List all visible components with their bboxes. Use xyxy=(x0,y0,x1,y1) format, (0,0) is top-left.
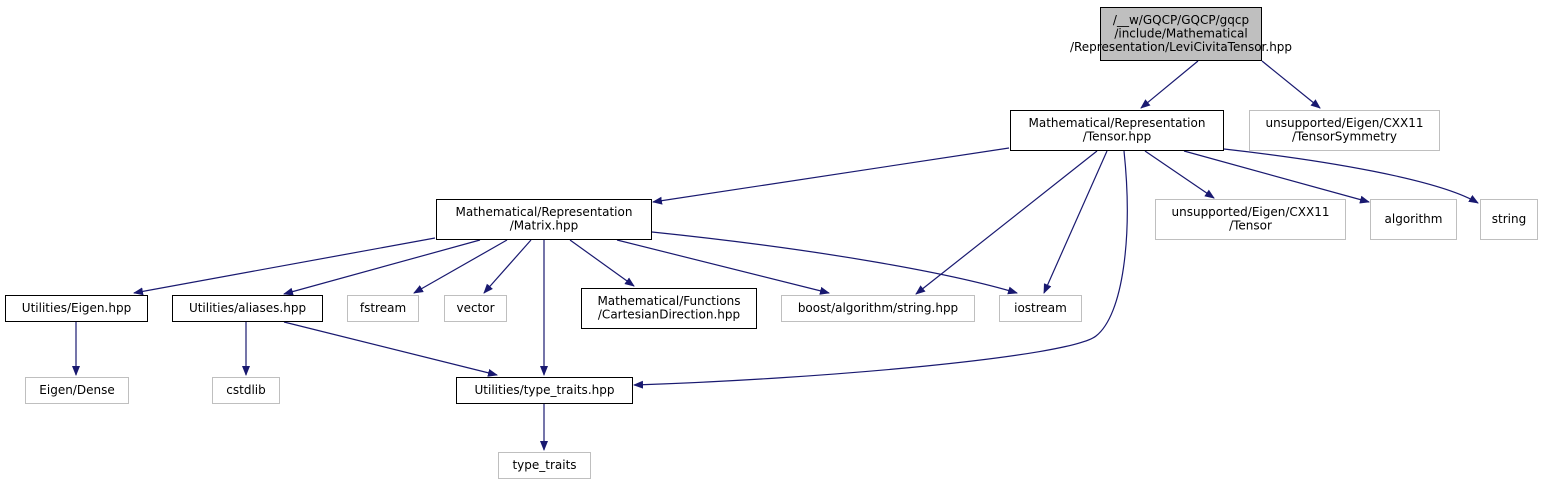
node-box xyxy=(1100,7,1262,61)
node-vector: vector xyxy=(444,295,507,322)
node-cartesian[interactable]: Mathematical/Functions/CartesianDirectio… xyxy=(581,288,757,329)
node-box xyxy=(498,452,591,479)
node-box xyxy=(25,377,129,404)
nodes-layer: /__w/GQCP/GQCP/gqcp/include/Mathematical… xyxy=(5,7,1538,479)
node-tensor-hpp[interactable]: Mathematical/Representation/Tensor.hpp xyxy=(1010,110,1224,151)
edge-tensor_hpp-to-iostream xyxy=(1043,150,1108,294)
node-eigen-tensor: unsupported/Eigen/CXX11/Tensor xyxy=(1155,199,1346,240)
node-label-line: /include/Mathematical xyxy=(1114,26,1247,40)
edge-matrix_hpp-to-util_aliases xyxy=(283,239,481,296)
node-box xyxy=(999,295,1082,322)
node-type-traits-hpp[interactable]: Utilities/type_traits.hpp xyxy=(456,377,633,404)
node-label-line: /Representation/LeviCivitaTensor.hpp xyxy=(1070,40,1292,54)
node-eigen-dense: Eigen/Dense xyxy=(25,377,129,404)
edge-matrix_hpp-to-vector xyxy=(483,239,532,294)
edge-tensor_hpp-to-type_traits_hpp xyxy=(633,150,1128,389)
node-box xyxy=(1010,110,1224,151)
node-label-line: Mathematical/Representation xyxy=(1029,116,1206,130)
node-label-line: Mathematical/Representation xyxy=(456,205,633,219)
node-label-line: /Tensor.hpp xyxy=(1083,130,1151,144)
node-label-line: vector xyxy=(456,301,494,315)
edge-tensor_hpp-to-eigen_tensor xyxy=(1144,150,1215,199)
node-label-line: unsupported/Eigen/CXX11 xyxy=(1172,205,1330,219)
node-label-line: Utilities/Eigen.hpp xyxy=(22,301,131,315)
node-box xyxy=(581,288,757,329)
edge-levi-to-tensor_hpp xyxy=(1140,60,1199,109)
node-tensorsym: unsupported/Eigen/CXX11/TensorSymmetry xyxy=(1249,110,1440,151)
edge-matrix_hpp-to-iostream xyxy=(651,231,1018,295)
node-label-line: Utilities/aliases.hpp xyxy=(189,301,306,315)
node-label-line: type_traits xyxy=(512,458,576,472)
edge-tensor_hpp-to-boost_string xyxy=(915,150,1098,295)
node-algorithm: algorithm xyxy=(1370,199,1457,240)
node-label-line: Mathematical/Functions xyxy=(597,294,740,308)
node-type-traits: type_traits xyxy=(498,452,591,479)
edge-util_aliases-to-type_traits_hpp xyxy=(283,321,498,377)
node-cstdlib: cstdlib xyxy=(212,377,280,404)
node-util-eigen[interactable]: Utilities/Eigen.hpp xyxy=(5,295,148,322)
node-box xyxy=(1370,199,1457,240)
node-box xyxy=(212,377,280,404)
node-label-line: fstream xyxy=(360,301,406,315)
edge-tensor_hpp-to-string xyxy=(1223,148,1479,204)
edge-tensor_hpp-to-matrix_hpp xyxy=(652,147,1010,205)
node-box xyxy=(5,295,148,322)
edge-levi-to-tensorsym xyxy=(1261,60,1321,109)
node-label-line: Utilities/type_traits.hpp xyxy=(475,383,615,397)
node-label-line: cstdlib xyxy=(226,383,265,397)
node-label-line: /TensorSymmetry xyxy=(1292,130,1397,144)
node-box xyxy=(1249,110,1440,151)
edge-matrix_hpp-to-util_eigen xyxy=(133,237,436,296)
node-label-line: /Tensor xyxy=(1229,219,1272,233)
node-boost-string: boost/algorithm/string.hpp xyxy=(781,295,975,322)
edge-tensor_hpp-to-algorithm xyxy=(1183,150,1370,204)
node-box xyxy=(1155,199,1346,240)
node-util-aliases[interactable]: Utilities/aliases.hpp xyxy=(172,295,323,322)
node-label-line: /__w/GQCP/GQCP/gqcp xyxy=(1113,13,1249,27)
node-box xyxy=(781,295,975,322)
edge-matrix_hpp-to-cartesian xyxy=(569,239,635,287)
node-box xyxy=(1480,199,1538,240)
node-label-line: boost/algorithm/string.hpp xyxy=(798,301,958,315)
node-label-line: iostream xyxy=(1014,301,1067,315)
edges-layer xyxy=(72,60,1479,451)
node-matrix-hpp[interactable]: Mathematical/Representation/Matrix.hpp xyxy=(436,199,652,240)
node-label-line: algorithm xyxy=(1385,212,1443,226)
node-label-line: /CartesianDirection.hpp xyxy=(598,308,740,322)
node-box xyxy=(456,377,633,404)
node-string: string xyxy=(1480,199,1538,240)
node-levi[interactable]: /__w/GQCP/GQCP/gqcp/include/Mathematical… xyxy=(1070,7,1292,61)
node-label-line: string xyxy=(1492,212,1526,226)
node-box xyxy=(347,295,419,322)
edge-matrix_hpp-to-boost_string xyxy=(616,239,830,295)
node-iostream: iostream xyxy=(999,295,1082,322)
node-fstream: fstream xyxy=(347,295,419,322)
node-label-line: unsupported/Eigen/CXX11 xyxy=(1266,116,1424,130)
node-box xyxy=(444,295,507,322)
node-label-line: /Matrix.hpp xyxy=(510,219,578,233)
node-label-line: Eigen/Dense xyxy=(39,383,114,397)
node-box xyxy=(436,199,652,240)
edge-matrix_hpp-to-fstream xyxy=(413,239,508,294)
node-box xyxy=(172,295,323,322)
